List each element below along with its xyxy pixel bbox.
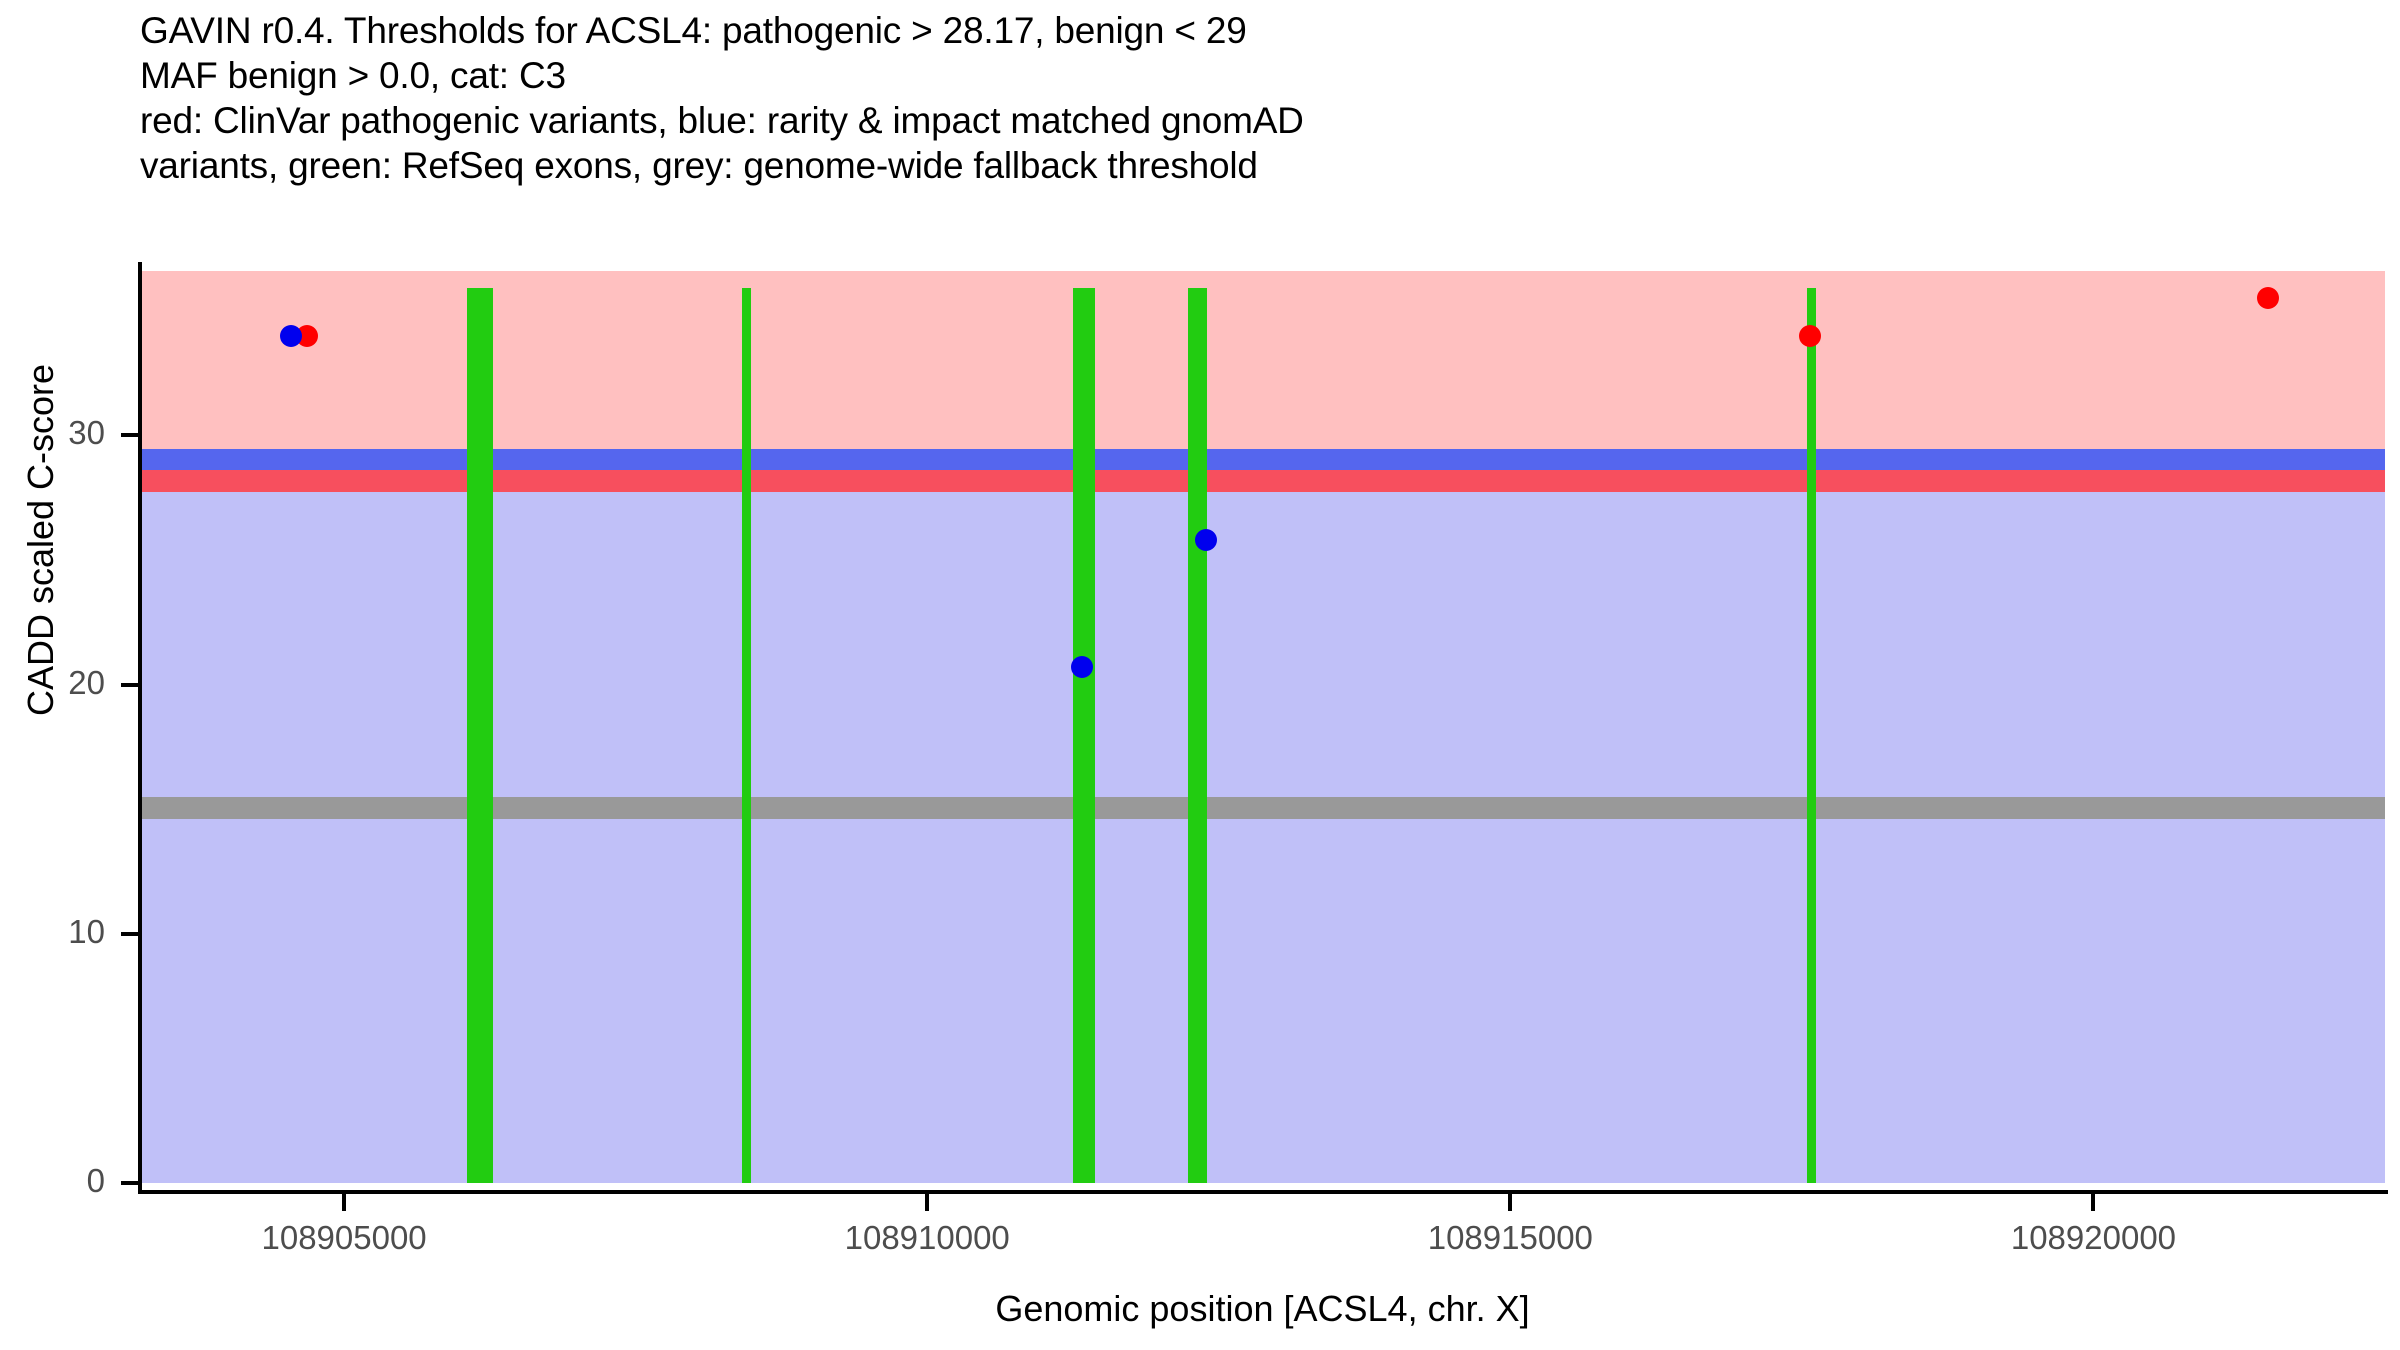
title-line-2: MAF benign > 0.0, cat: C3 [140, 55, 566, 96]
exon-bar [1072, 288, 1096, 1183]
hline-genome-wide-fallback-threshold [140, 796, 2385, 819]
clinvar-variant-point [1799, 324, 1822, 347]
gnomad-variant-point [280, 324, 303, 347]
y-tick-mark [121, 1181, 138, 1185]
x-tick-mark [1508, 1194, 1513, 1211]
x-tick-mark [2091, 1194, 2096, 1211]
y-axis-line [138, 262, 142, 1192]
clinvar-variant-point [2257, 287, 2280, 310]
y-axis-title: CADD scaled C-score [20, 363, 61, 717]
y-tick-label: 30 [68, 414, 105, 452]
x-tick-label: 108910000 [844, 1219, 1010, 1256]
exon-bar [1188, 288, 1207, 1183]
y-tick-label: 0 [86, 1162, 105, 1199]
title-line-3: red: ClinVar pathogenic variants, blue: … [140, 100, 1304, 141]
clinvar-variant-point [295, 324, 318, 347]
hline-benign-threshold [140, 449, 2385, 472]
x-tick-mark [342, 1194, 347, 1211]
x-tick-label: 108915000 [1427, 1219, 1593, 1256]
gnomad-variant-point [1071, 656, 1094, 679]
band-pathogenic-region [140, 271, 2385, 451]
y-tick-mark [121, 931, 138, 936]
exon-bar [742, 288, 751, 1183]
exon-bar [466, 288, 493, 1183]
hline-pathogenic-threshold [140, 470, 2385, 493]
x-axis-line [138, 1190, 2388, 1194]
y-tick-label: 20 [68, 663, 105, 701]
gnomad-variant-point [1194, 529, 1217, 552]
band-benign-region [140, 490, 2385, 1183]
title-line-4: variants, green: RefSeq exons, grey: gen… [140, 145, 1258, 186]
x-tick-label: 108905000 [261, 1219, 427, 1256]
y-tick-mark [121, 682, 138, 687]
chart-title-block: GAVIN r0.4. Thresholds for ACSL4: pathog… [140, 8, 2340, 188]
y-tick-mark [121, 433, 138, 438]
exon-bar [1806, 288, 1817, 1183]
plot-panel [140, 271, 2385, 1183]
title-line-1: GAVIN r0.4. Thresholds for ACSL4: pathog… [140, 10, 1247, 51]
y-tick-label: 10 [68, 912, 105, 950]
x-axis-title: Genomic position [ACSL4, chr. X] [995, 1288, 1530, 1329]
x-tick-label: 108920000 [2010, 1219, 2177, 1256]
x-tick-mark [925, 1194, 930, 1211]
